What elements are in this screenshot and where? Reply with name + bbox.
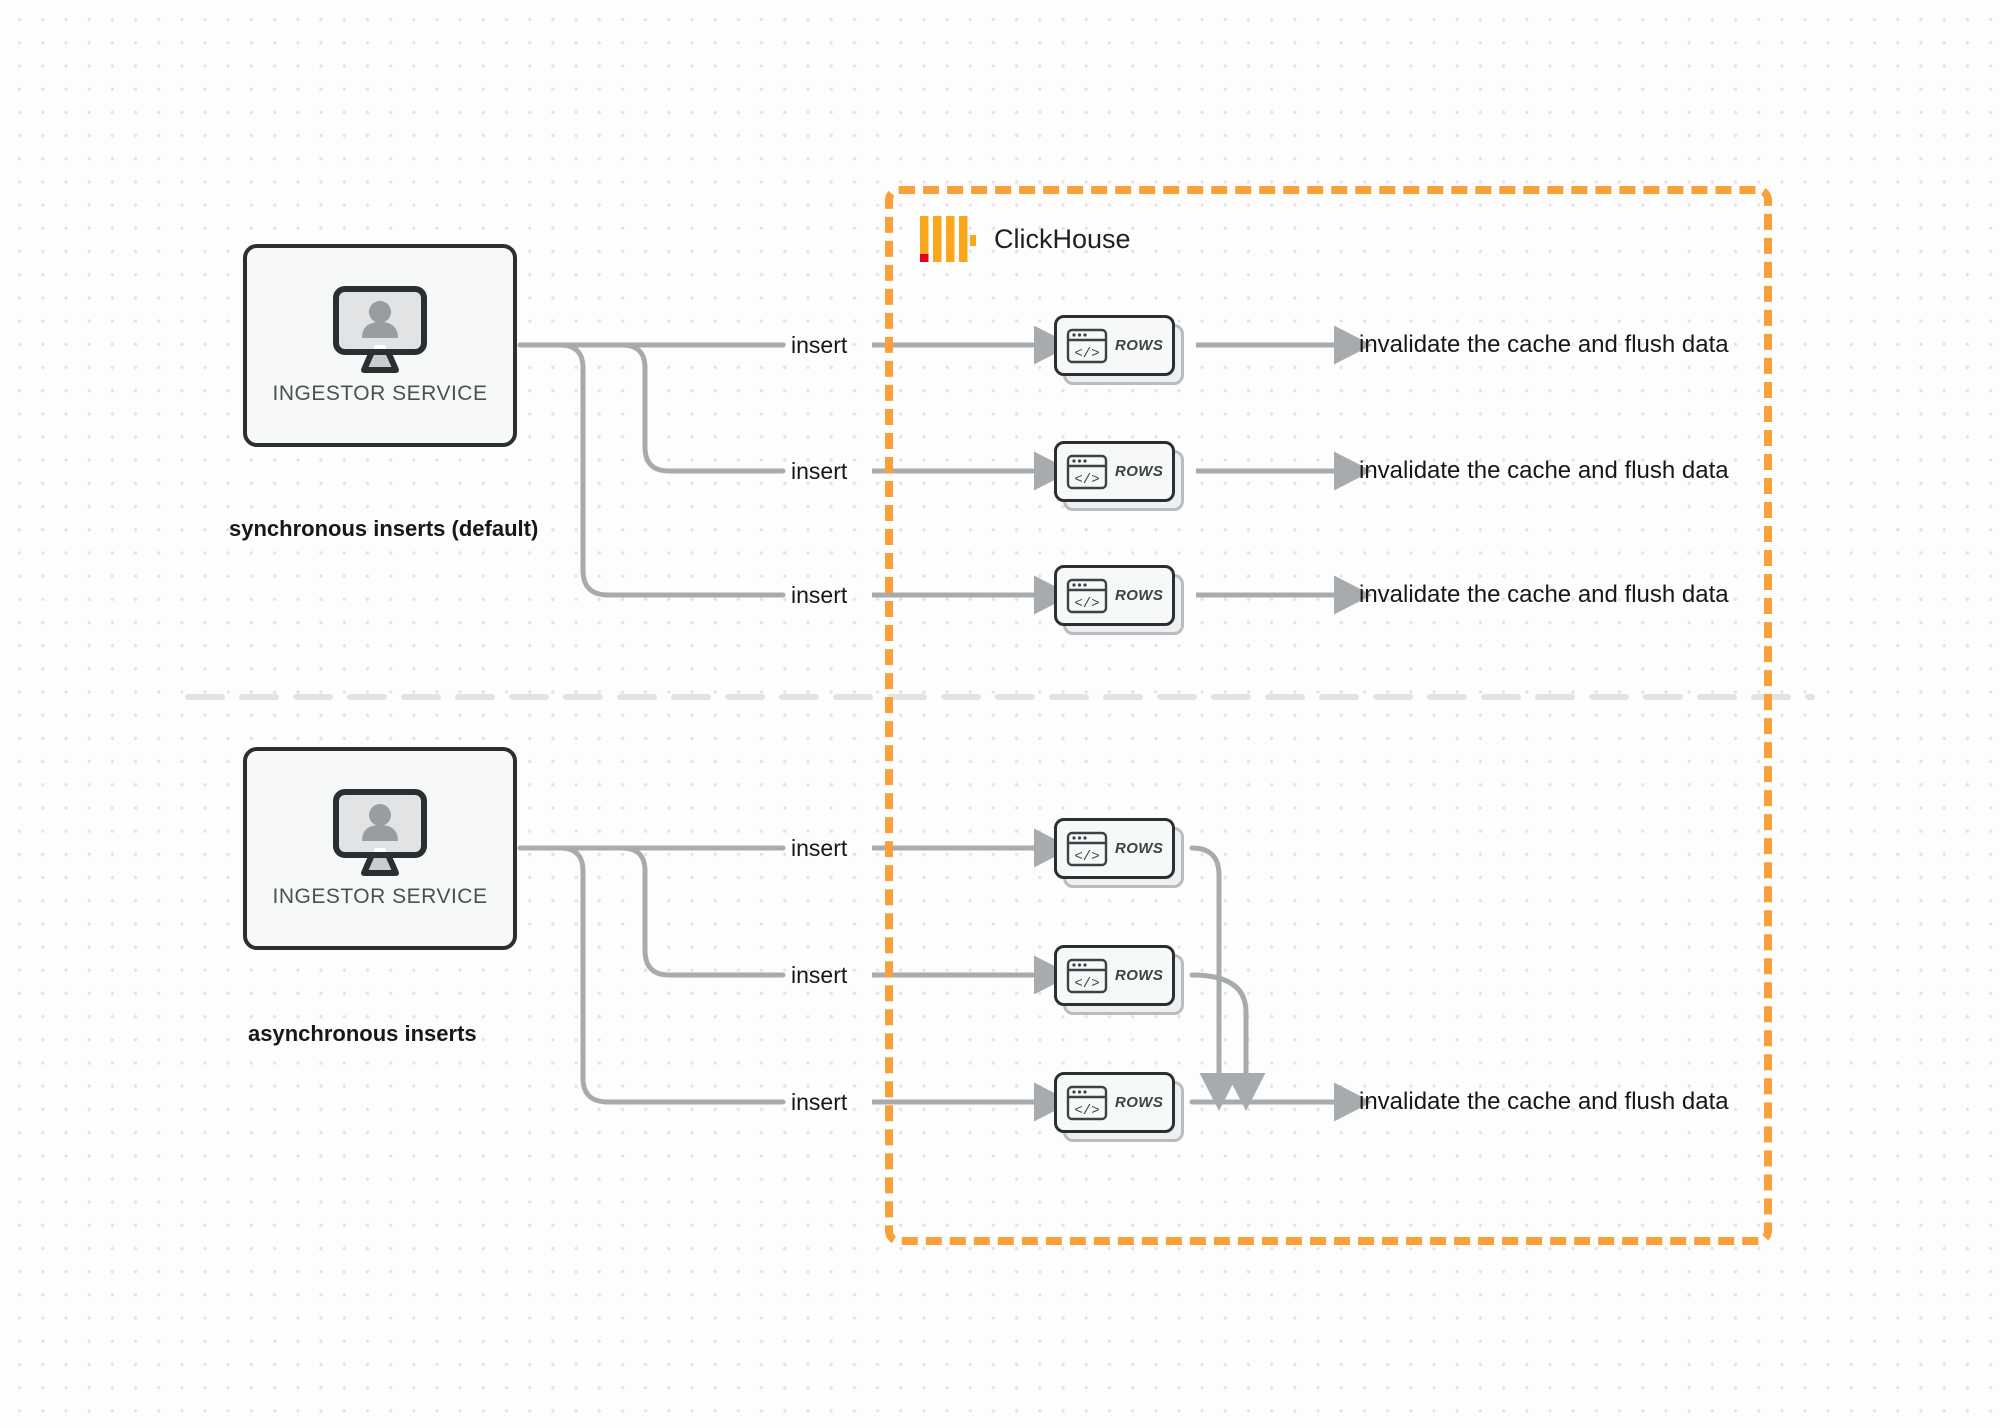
rows-node-label: ROWS — [1115, 967, 1164, 984]
edge-label-insert-async-1: insert — [791, 835, 848, 861]
rows-node-sync-3[interactable]: </> ROWS — [1054, 565, 1184, 635]
flush-label-sync-3: invalidate the cache and flush data — [1359, 581, 1729, 608]
section-caption-asynchronous: asynchronous inserts — [248, 1021, 477, 1046]
code-window-icon: </> — [1066, 958, 1108, 993]
svg-text:</>: </> — [1074, 346, 1099, 362]
async-branch-edges — [517, 845, 786, 1105]
edge-label-insert-async-3: insert — [791, 1089, 848, 1115]
rows-node-label: ROWS — [1115, 337, 1164, 354]
clickhouse-name-label: ClickHouse — [994, 223, 1131, 254]
code-window-icon: </> — [1066, 328, 1108, 363]
rows-node-card[interactable]: </> ROWS — [1054, 315, 1175, 376]
ingestor-service-label: INGESTOR SERVICE — [272, 884, 488, 908]
rows-node-label: ROWS — [1115, 463, 1164, 480]
sync-branch-edges — [517, 342, 786, 598]
edge-label-insert-sync-3: insert — [791, 582, 848, 608]
rows-node-card[interactable]: </> ROWS — [1054, 1072, 1175, 1133]
ingestor-service-box-sync[interactable]: INGESTOR SERVICE — [243, 244, 517, 447]
clickhouse-header: ClickHouse — [920, 215, 1131, 263]
rows-node-label: ROWS — [1115, 840, 1164, 857]
rows-node-async-3[interactable]: </> ROWS — [1054, 1072, 1184, 1142]
svg-text:</>: </> — [1074, 849, 1099, 865]
rows-node-label: ROWS — [1115, 1094, 1164, 1111]
code-window-icon: </> — [1066, 454, 1108, 489]
clickhouse-boundary — [885, 186, 1772, 1245]
clickhouse-logo-icon — [920, 216, 976, 262]
flush-label-sync-1: invalidate the cache and flush data — [1359, 331, 1729, 358]
code-window-icon: </> — [1066, 1085, 1108, 1120]
edge-label-insert-sync-1: insert — [791, 332, 848, 358]
rows-node-sync-1[interactable]: </> ROWS — [1054, 315, 1184, 385]
rows-node-card[interactable]: </> ROWS — [1054, 945, 1175, 1006]
svg-text:</>: </> — [1074, 976, 1099, 992]
code-window-icon: </> — [1066, 831, 1108, 866]
section-caption-synchronous: synchronous inserts (default) — [229, 516, 539, 541]
rows-node-card[interactable]: </> ROWS — [1054, 565, 1175, 626]
rows-node-card[interactable]: </> ROWS — [1054, 818, 1175, 879]
rows-node-sync-2[interactable]: </> ROWS — [1054, 441, 1184, 511]
rows-node-label: ROWS — [1115, 587, 1164, 604]
rows-node-async-1[interactable]: </> ROWS — [1054, 818, 1184, 888]
ingestor-service-label: INGESTOR SERVICE — [272, 381, 488, 405]
rows-node-async-2[interactable]: </> ROWS — [1054, 945, 1184, 1015]
svg-text:</>: </> — [1074, 472, 1099, 488]
svg-text:</>: </> — [1074, 596, 1099, 612]
flush-label-sync-2: invalidate the cache and flush data — [1359, 457, 1729, 484]
monitor-user-icon — [333, 285, 427, 373]
monitor-user-icon — [333, 788, 427, 876]
edge-label-insert-async-2: insert — [791, 962, 848, 988]
ingestor-service-box-async[interactable]: INGESTOR SERVICE — [243, 747, 517, 950]
edge-label-insert-sync-2: insert — [791, 458, 848, 484]
svg-text:</>: </> — [1074, 1103, 1099, 1119]
flush-label-async-merged: invalidate the cache and flush data — [1359, 1088, 1729, 1115]
code-window-icon: </> — [1066, 578, 1108, 613]
rows-node-card[interactable]: </> ROWS — [1054, 441, 1175, 502]
